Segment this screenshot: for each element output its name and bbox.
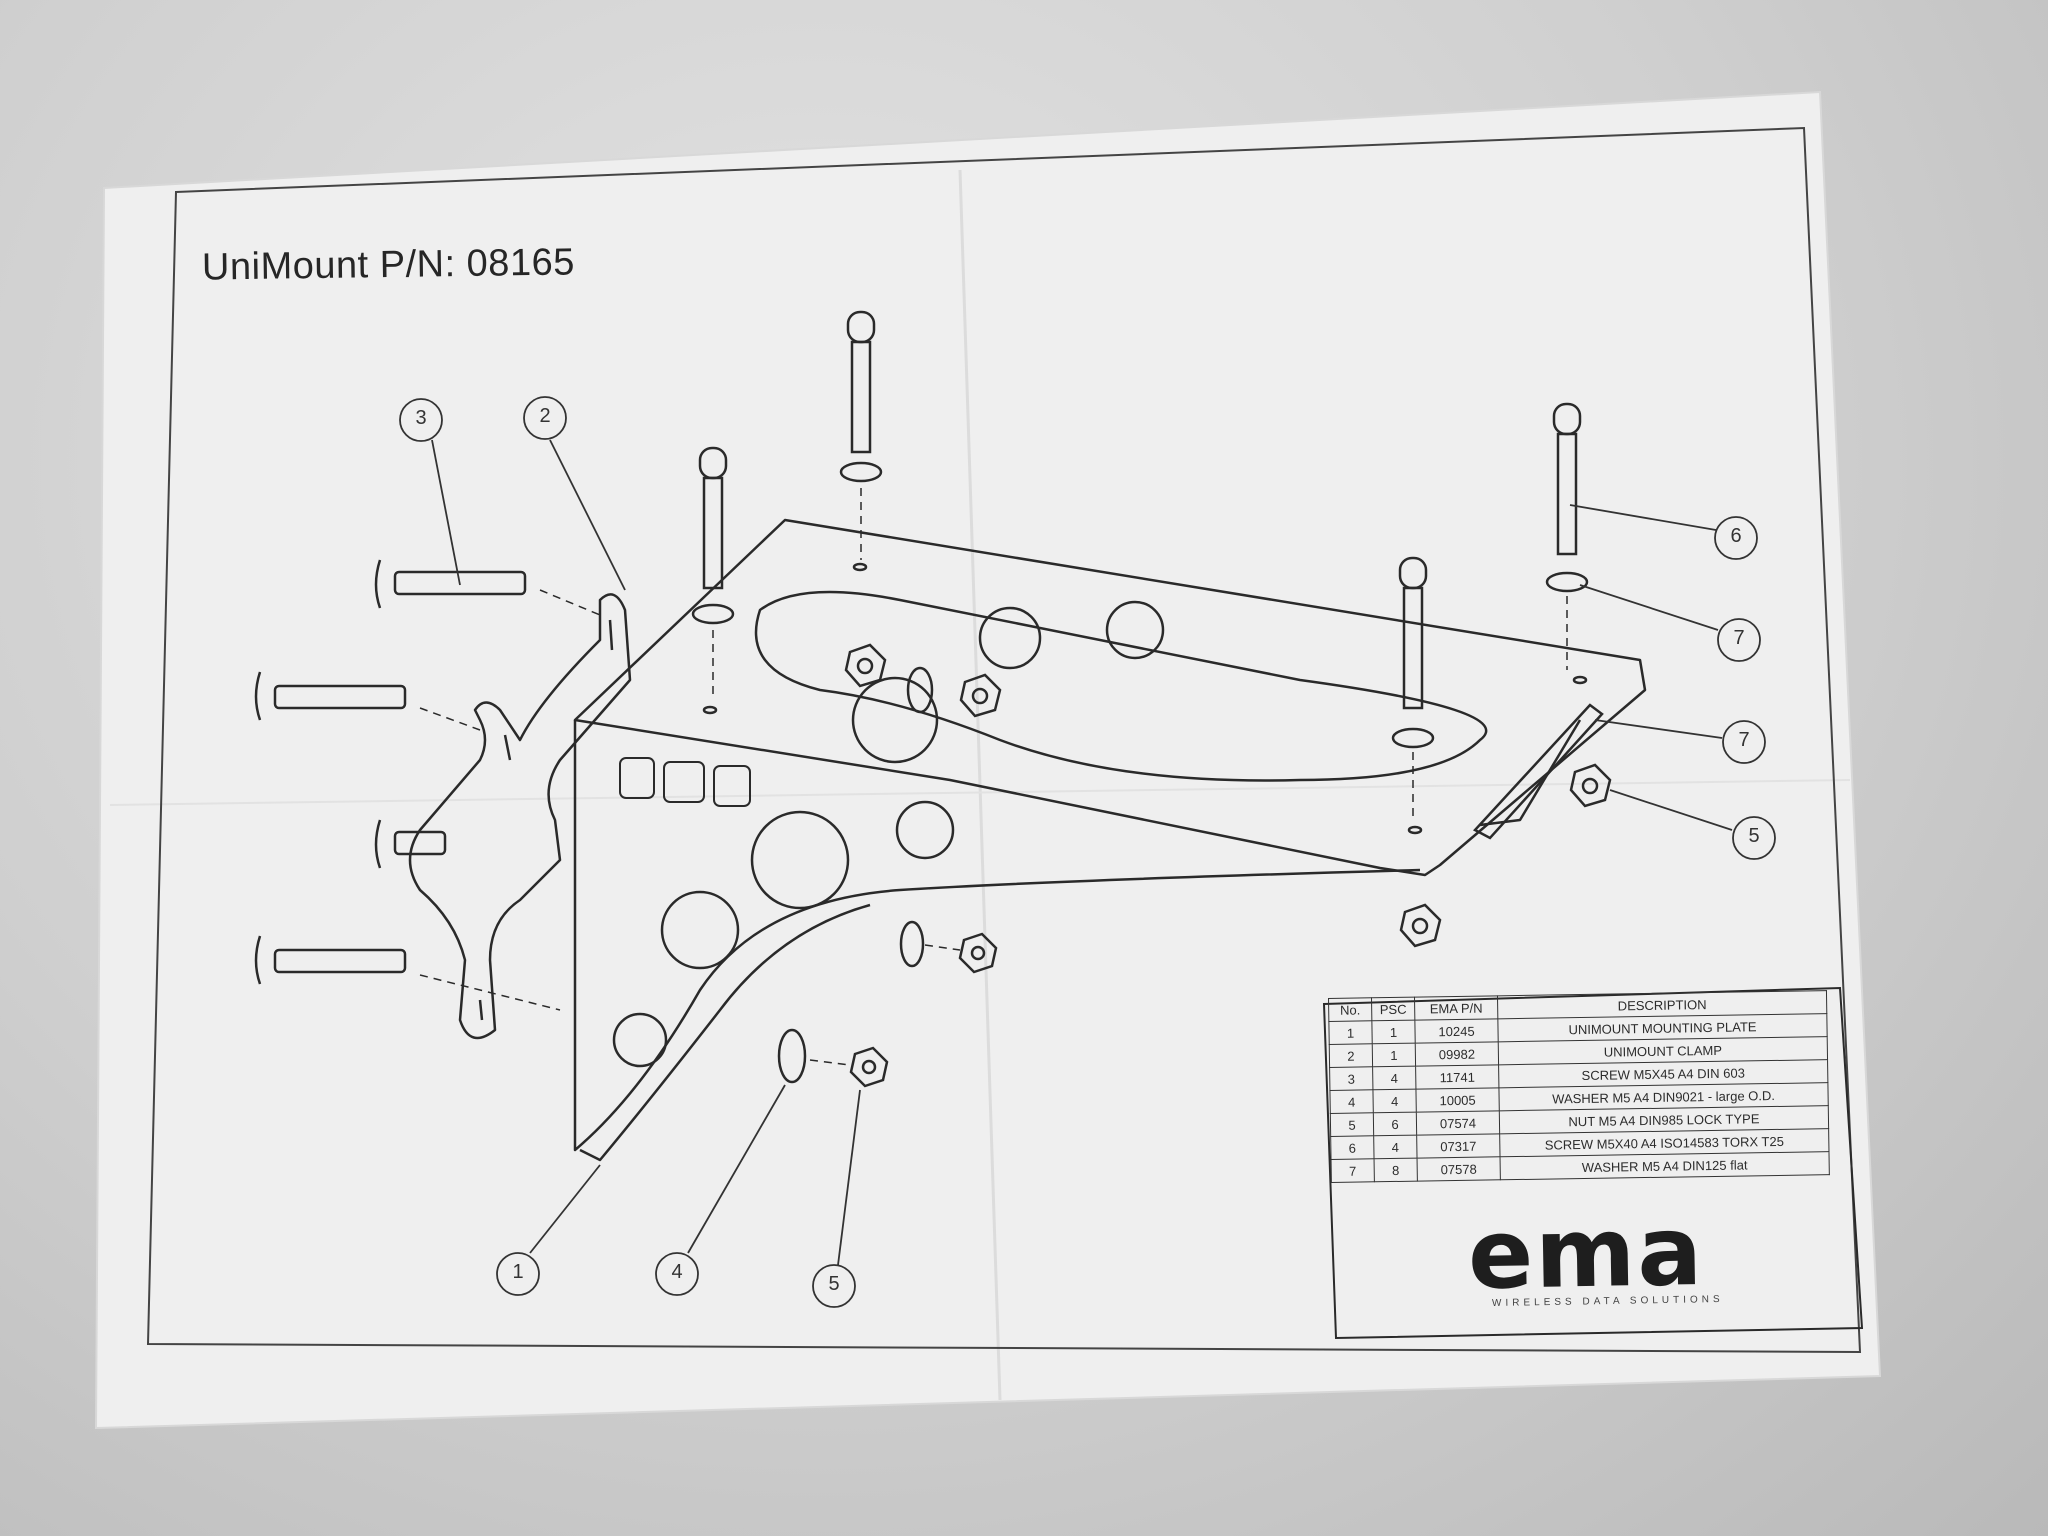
horizontal-screws xyxy=(254,559,601,1011)
callout-label: 1 xyxy=(512,1261,524,1283)
nut xyxy=(959,673,1002,718)
drawing-border xyxy=(146,126,1862,1354)
cell-description: WASHER M5 A4 DIN125 flat xyxy=(1500,1151,1830,1180)
callout-label: 6 xyxy=(1730,525,1742,547)
vertical-screw xyxy=(1391,556,1435,820)
ema-logo: ema xyxy=(1467,1194,1705,1312)
nut xyxy=(844,643,887,688)
cell-no: 3 xyxy=(1329,1066,1373,1091)
cell-pn: 09982 xyxy=(1415,1041,1499,1067)
nut xyxy=(1569,763,1612,808)
callout-circle xyxy=(655,1252,699,1296)
vertical-screw xyxy=(1545,402,1589,670)
cell-pn: 07578 xyxy=(1417,1156,1501,1182)
cell-pn: 10005 xyxy=(1415,1087,1500,1113)
cell-no: 4 xyxy=(1329,1089,1374,1114)
horizontal-screw xyxy=(254,935,561,1011)
callout-label: 2 xyxy=(539,405,551,427)
washer xyxy=(906,666,934,714)
horizontal-screw xyxy=(254,671,481,731)
header-ema-pn: EMA P/N xyxy=(1414,995,1498,1021)
cell-psc: 4 xyxy=(1372,1089,1417,1113)
page-title: UniMount P/N: 08165 xyxy=(201,241,576,289)
callout-circle xyxy=(1722,720,1766,764)
edge-strip xyxy=(1472,703,1604,840)
callout-circle xyxy=(1732,816,1776,860)
cell-pn: 11741 xyxy=(1415,1064,1499,1090)
header-no: No. xyxy=(1328,997,1372,1022)
cell-no: 2 xyxy=(1329,1043,1373,1068)
title-block-border xyxy=(1322,986,1864,1340)
callout-circle xyxy=(496,1252,540,1296)
cell-no: 1 xyxy=(1328,1020,1373,1045)
vertical-screw xyxy=(691,446,735,700)
callout-label: 7 xyxy=(1733,627,1745,649)
plate-logo-emboss xyxy=(619,757,751,807)
paper-fold-horizontal xyxy=(109,779,1851,806)
callout-circle xyxy=(812,1264,856,1308)
callouts xyxy=(399,396,1776,1308)
header-psc: PSC xyxy=(1371,997,1415,1021)
clamp xyxy=(408,593,632,1040)
cell-pn: 07574 xyxy=(1416,1110,1500,1136)
callout-label: 7 xyxy=(1738,729,1750,751)
callout-circle xyxy=(1714,516,1758,560)
washer xyxy=(899,920,925,968)
vertical-screws xyxy=(691,310,1589,820)
mounting-plate xyxy=(573,518,1647,1162)
cell-no: 5 xyxy=(1330,1112,1374,1137)
cell-no: 7 xyxy=(1331,1158,1375,1183)
cell-no: 6 xyxy=(1330,1135,1375,1160)
parts-table: No. PSC EMA P/N DESCRIPTION 1 1 10245 UN… xyxy=(1328,990,1830,1183)
callout-circle xyxy=(1717,618,1761,662)
cell-psc: 1 xyxy=(1371,1020,1416,1044)
cell-pn: 07317 xyxy=(1416,1133,1501,1159)
cell-psc: 1 xyxy=(1372,1043,1416,1067)
nut xyxy=(958,932,998,974)
vertical-screw xyxy=(839,310,883,560)
callout-label: 5 xyxy=(1748,825,1760,847)
paper-sheet xyxy=(94,90,1882,1430)
callout-label: 5 xyxy=(828,1273,840,1295)
nut xyxy=(1399,903,1442,948)
cell-psc: 4 xyxy=(1373,1135,1418,1159)
horizontal-screw xyxy=(374,559,601,616)
cell-pn: 10245 xyxy=(1414,1018,1499,1044)
horizontal-screw xyxy=(374,819,447,869)
callout-circle xyxy=(399,398,443,442)
nut xyxy=(849,1046,889,1088)
callout-circle xyxy=(523,396,567,440)
cell-psc: 6 xyxy=(1373,1112,1417,1136)
cell-psc: 4 xyxy=(1372,1066,1416,1090)
cell-psc: 8 xyxy=(1374,1158,1418,1182)
nuts-washers xyxy=(777,643,1612,1088)
callout-label: 4 xyxy=(671,1261,683,1283)
callout-label: 3 xyxy=(415,407,427,429)
washer xyxy=(777,1028,807,1084)
